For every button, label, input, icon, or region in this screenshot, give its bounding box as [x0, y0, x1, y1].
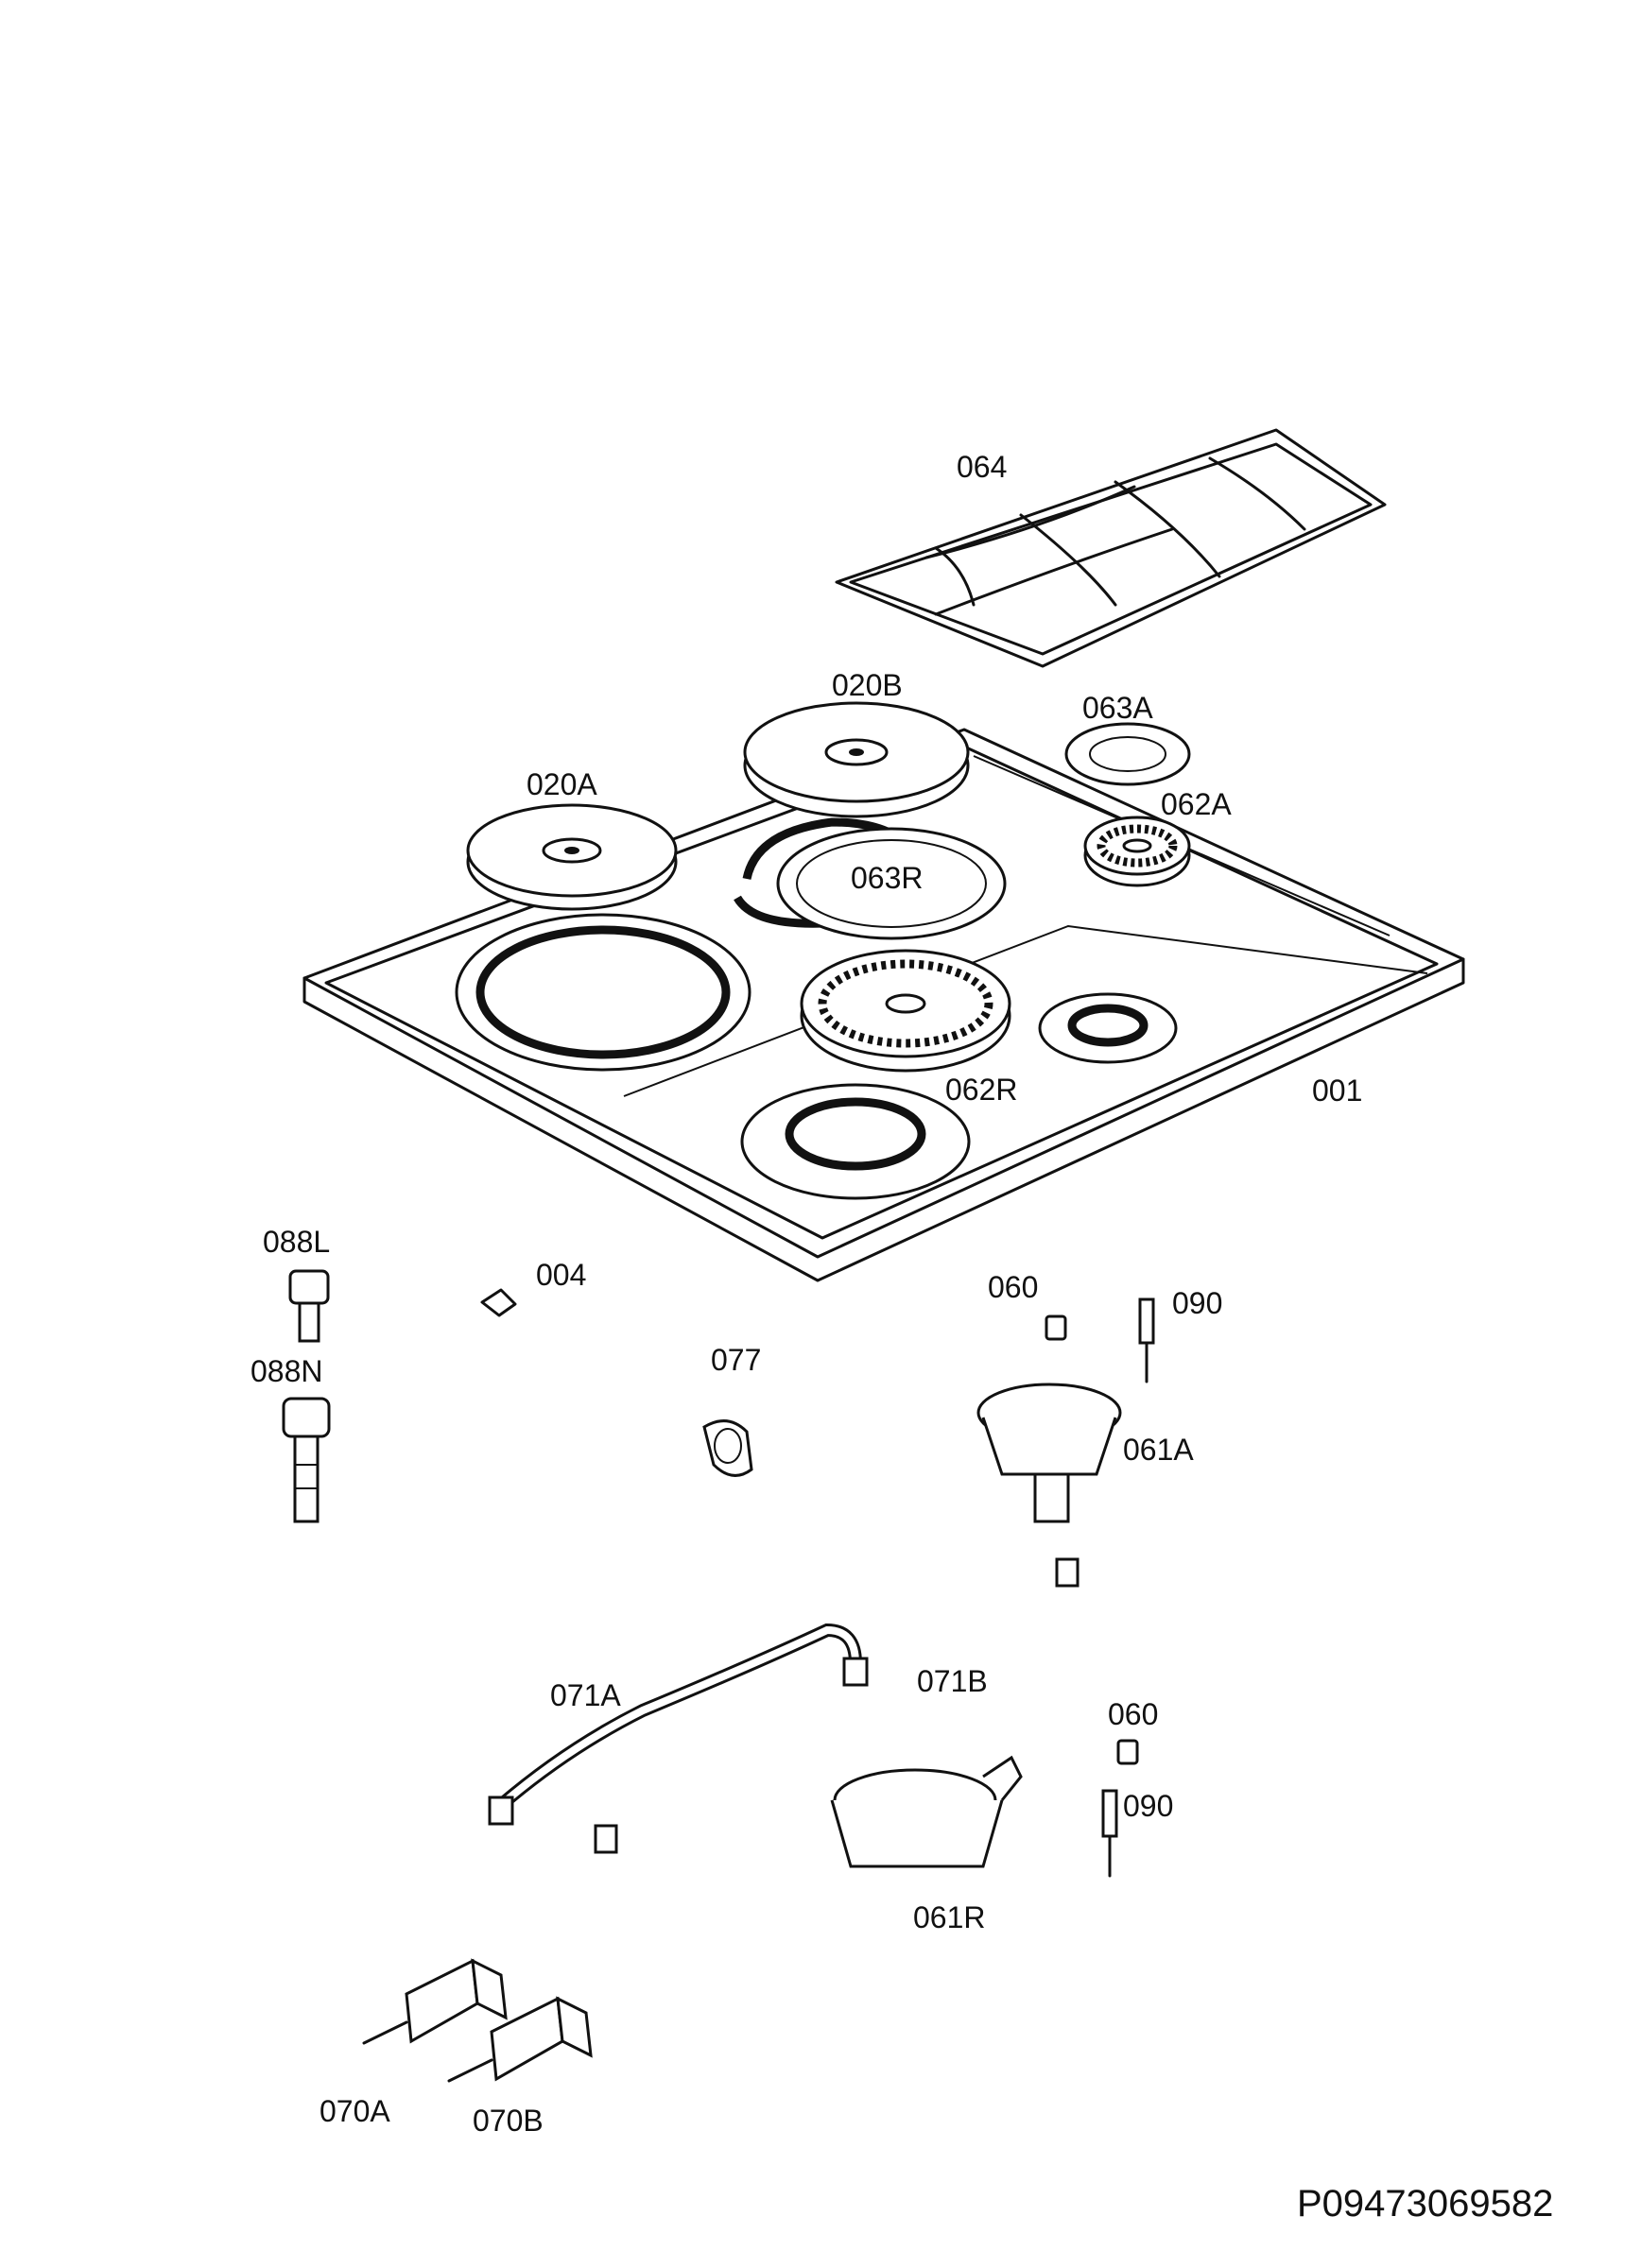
- injector-060-top: [1045, 1314, 1067, 1341]
- burner-cap-063r: [776, 827, 1007, 940]
- hotplate-020a: [466, 803, 678, 911]
- burner-body-061a: [976, 1383, 1122, 1523]
- label-020a: 020A: [527, 767, 597, 801]
- nozzle-088l: [288, 1269, 330, 1343]
- label-004: 004: [536, 1258, 586, 1292]
- injector-060-bottom: [1116, 1739, 1139, 1765]
- hotplate-ring: [455, 913, 751, 1072]
- burner-crown-062r: [800, 949, 1011, 1073]
- burner-seat-large: [740, 1083, 971, 1200]
- label-070a: 070A: [320, 2094, 390, 2128]
- label-061r: 061R: [913, 1900, 986, 1934]
- gas-pipe-071a: [488, 1623, 869, 1826]
- label-062a: 062A: [1161, 787, 1232, 821]
- label-071b: 071B: [917, 1664, 988, 1698]
- label-060-top: 060: [988, 1270, 1038, 1304]
- label-063r: 063R: [851, 861, 924, 895]
- label-090-bottom: 090: [1123, 1789, 1173, 1823]
- label-060-bottom: 060: [1108, 1697, 1158, 1731]
- clip-004: [480, 1288, 517, 1317]
- label-077: 077: [711, 1343, 761, 1377]
- label-061a: 061A: [1123, 1433, 1194, 1467]
- label-001: 001: [1312, 1074, 1362, 1108]
- electrode-090-bottom: [1101, 1789, 1118, 1878]
- label-020b: 020B: [832, 668, 903, 702]
- gas-pipe-071b: [594, 1557, 1080, 1854]
- label-088l: 088L: [263, 1225, 330, 1259]
- pan-support-grid: [835, 428, 1387, 668]
- electrode-090-top: [1138, 1297, 1155, 1383]
- document-code: P09473069582: [1297, 2183, 1553, 2225]
- label-063a: 063A: [1082, 691, 1153, 725]
- label-071a: 071A: [550, 1678, 621, 1712]
- label-062r: 062R: [945, 1073, 1018, 1107]
- gas-tap-070b: [447, 1996, 593, 2083]
- label-064: 064: [957, 450, 1007, 484]
- bracket-077: [702, 1419, 753, 1477]
- burner-seat-small: [1038, 992, 1178, 1064]
- burner-body-061r: [830, 1755, 1023, 1868]
- label-088n: 088N: [250, 1354, 323, 1388]
- hotplate-020b: [743, 701, 970, 818]
- gas-tap-070a: [362, 1958, 508, 2045]
- nozzle-088n: [282, 1397, 331, 1523]
- label-070b: 070B: [473, 2104, 544, 2138]
- burner-crown-062a: [1083, 816, 1191, 887]
- burner-cap-063a: [1064, 722, 1191, 786]
- label-090-top: 090: [1172, 1286, 1222, 1320]
